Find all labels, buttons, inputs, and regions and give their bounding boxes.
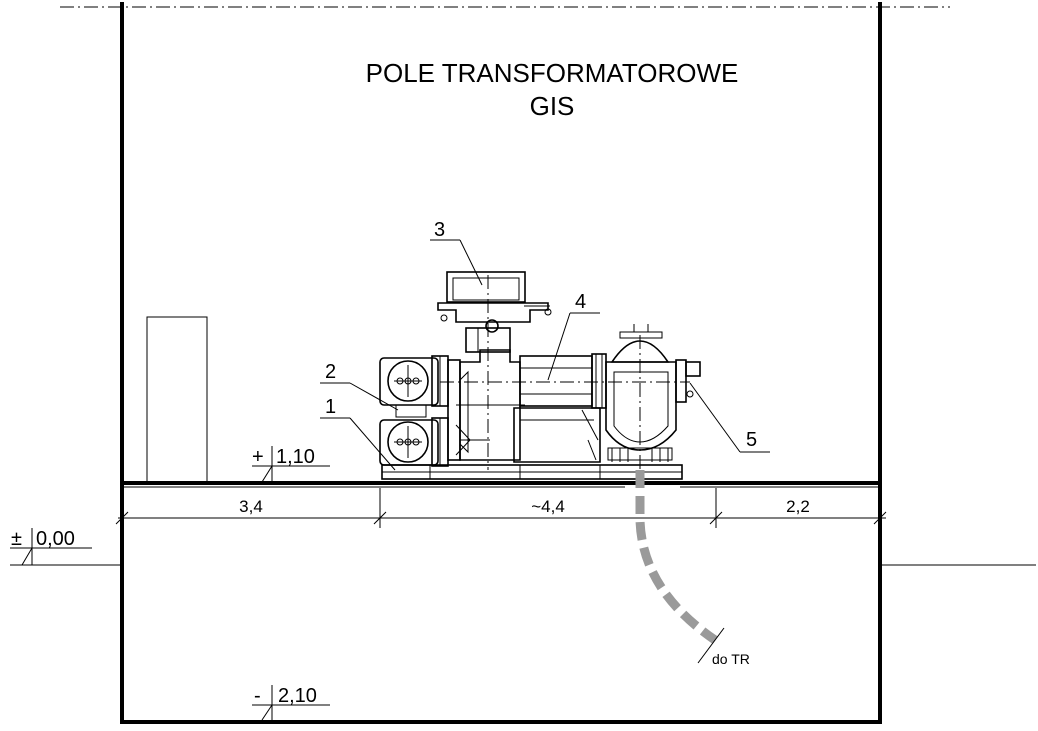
level-basement-value: 2,10 xyxy=(278,685,317,707)
callout-3: 3 xyxy=(430,219,483,286)
dimension-middle: ~4,4 xyxy=(531,497,565,516)
callout-4: 4 xyxy=(547,291,600,381)
level-ground-value: 0,00 xyxy=(36,528,75,550)
level-floor-sign: + xyxy=(252,446,264,468)
level-marker-ground: ± 0,00 xyxy=(10,528,1036,566)
callout-2-label: 2 xyxy=(325,361,336,383)
dimension-left: 3,4 xyxy=(239,497,263,516)
cable-route: do TR xyxy=(635,470,750,667)
drive-mechanism xyxy=(437,271,552,353)
gis-bay-equipment xyxy=(379,271,701,480)
busbar-lower xyxy=(379,417,449,467)
callout-2: 2 xyxy=(320,361,399,411)
level-ground-sign: ± xyxy=(11,528,22,550)
cable-end-housing xyxy=(605,324,701,462)
breaker-housing xyxy=(447,349,525,461)
callout-3-label: 3 xyxy=(434,219,445,241)
dimension-line: 3,4 ~4,4 2,2 xyxy=(115,488,887,528)
callout-5: 5 xyxy=(689,382,770,453)
level-marker-basement: - 2,10 xyxy=(252,685,330,721)
callout-1-label: 1 xyxy=(325,396,336,418)
dimension-right: 2,2 xyxy=(786,497,810,516)
level-floor-value: 1,10 xyxy=(276,446,315,468)
drawing-title-line1: POLE TRANSFORMATOROWE xyxy=(366,58,739,88)
busbar-upper xyxy=(379,355,449,418)
level-basement-sign: - xyxy=(254,685,261,707)
cable-route-path xyxy=(635,470,718,644)
current-transformer xyxy=(513,353,607,463)
callout-5-label: 5 xyxy=(746,429,757,451)
control-cabinet xyxy=(146,316,208,483)
callout-4-label: 4 xyxy=(575,291,586,313)
cable-label: do TR xyxy=(712,651,750,667)
drawing-title-line2: GIS xyxy=(530,91,575,121)
level-marker-floor: + 1,10 xyxy=(252,446,330,483)
callout-1: 1 xyxy=(320,396,396,471)
